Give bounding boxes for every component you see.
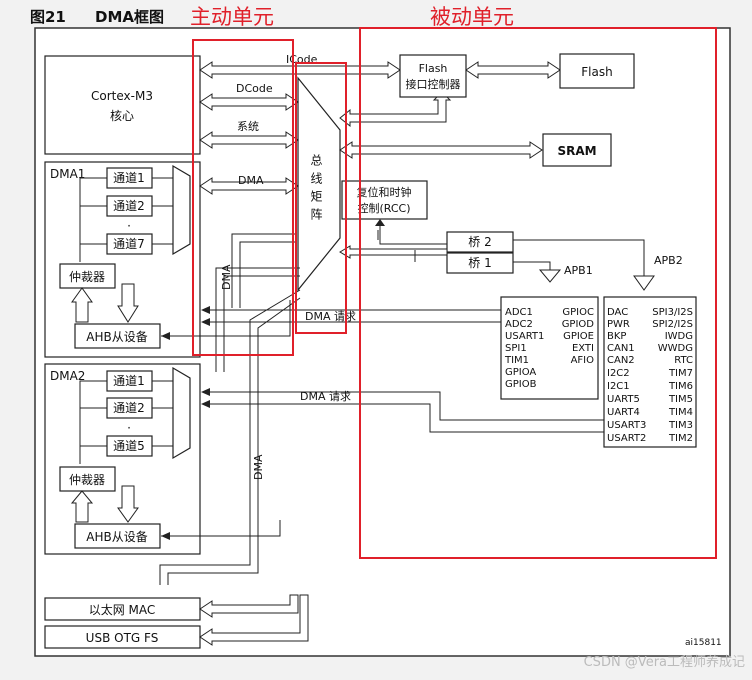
dma2-channel-1-label: 通道1 [113, 374, 145, 388]
apb1-left-3: SPI1 [505, 343, 527, 354]
ethernet-mac-label: 以太网 MAC [89, 602, 156, 617]
flash-box [559, 53, 635, 89]
flash-label: Flash [581, 65, 612, 79]
dma1-channel-7-label: 通道7 [113, 237, 145, 251]
bridge-1 [446, 252, 514, 274]
dma1-vertical-label: DMA [220, 264, 233, 290]
apb1-right-3: EXTI [572, 343, 594, 354]
rcc-line2: 控制(RCC) [357, 201, 410, 215]
icode-label: ICode [286, 53, 318, 66]
flash-controller [399, 54, 467, 98]
dma2-channel-2-label: 通道2 [113, 401, 145, 415]
dma2-ahb-slave [74, 523, 161, 549]
bus-matrix [297, 76, 341, 292]
apb2-left-9: USART3 [607, 420, 646, 431]
dma1-arbiter-label: 仲裁器 [69, 270, 105, 284]
apb2-right-5: TIM7 [668, 368, 693, 379]
slave-annotation: 被动单元 [430, 5, 514, 29]
dma2-arbiter-label: 仲裁器 [69, 473, 105, 487]
system-label: 系统 [237, 120, 259, 133]
apb2-right-2: IWDG [665, 331, 693, 342]
master-units-highlight [192, 39, 294, 356]
apb2-left-8: UART4 [607, 407, 640, 418]
dma1-arbiter [59, 263, 116, 289]
apb1-left-0: ADC1 [505, 307, 533, 318]
dma1-channel-1-label: 通道1 [113, 171, 145, 185]
apb1-peripherals [500, 296, 599, 400]
bus-matrix-label: 总线矩阵 [309, 154, 323, 226]
apb2-right-3: WWDG [658, 343, 693, 354]
apb2-right-9: TIM3 [668, 420, 693, 431]
dma-request-label-2: DMA 请求 [300, 390, 351, 403]
apb1-right-1: GPIOD [562, 319, 595, 330]
apb2-left-4: CAN2 [607, 355, 635, 366]
dma2-mux [172, 366, 191, 460]
apb2-left-6: I2C1 [607, 381, 630, 392]
apb2-right-4: RTC [674, 355, 693, 366]
dma-request-label-1: DMA 请求 [305, 310, 356, 323]
dma2-ahb-slave-label: AHB从设备 [86, 530, 147, 544]
apb1-label: APB1 [564, 264, 593, 277]
apb2-left-3: CAN1 [607, 343, 635, 354]
cortex-core-label: 核心 [110, 109, 134, 123]
apb2-left-2: BKP [607, 331, 626, 342]
dma2-label: DMA2 [50, 369, 85, 383]
rcc-line1: 复位和时钟 [357, 185, 412, 199]
bridge-2 [446, 231, 514, 253]
figure-title: DMA框图 [95, 8, 164, 26]
sram-label: SRAM [557, 144, 596, 158]
dma2-channel-5-label: 通道5 [113, 439, 145, 453]
apb2-right-6: TIM6 [668, 381, 693, 392]
usb-otg-label: USB OTG FS [86, 631, 159, 645]
apb2-left-1: PWR [607, 319, 630, 330]
apb1-left-5: GPIOA [505, 367, 536, 378]
dma2-vertical-label: DMA [252, 454, 265, 480]
cortex-m3-label: Cortex-M3 [91, 89, 153, 103]
apb2-left-7: UART5 [607, 394, 640, 405]
apb2-right-0: SPI3/I2S [652, 307, 693, 318]
figure-id: ai15811 [685, 638, 722, 648]
dma1-label: DMA1 [50, 167, 85, 181]
dma2-ellipsis: · [127, 421, 131, 435]
bus-matrix-highlight [295, 62, 347, 334]
apb1-left-2: USART1 [505, 331, 544, 342]
apb1-left-4: TIM1 [504, 355, 529, 366]
dma1-mux [172, 164, 191, 256]
apb2-right-1: SPI2/I2S [652, 319, 693, 330]
dma1-ahb-slave [74, 323, 161, 349]
apb1-right-4: AFIO [571, 355, 595, 366]
apb2-right-7: TIM5 [668, 394, 693, 405]
rcc-box [341, 180, 428, 220]
dma1-ahb-slave-label: AHB从设备 [86, 330, 147, 344]
flash-controller-line2: 接口控制器 [406, 77, 461, 91]
apb1-left-1: ADC2 [505, 319, 533, 330]
figure-label: 图21 [30, 8, 66, 26]
apb2-left-5: I2C2 [607, 368, 630, 379]
bridge-2-label: 桥 2 [468, 235, 491, 249]
apb2-right-8: TIM4 [668, 407, 693, 418]
bridge-1-label: 桥 1 [468, 256, 491, 270]
sram-box [542, 133, 612, 167]
apb1-left-6: GPIOB [505, 379, 537, 390]
dma-bus-label: DMA [238, 174, 264, 187]
apb1-right-2: GPIOE [563, 331, 594, 342]
apb2-peripherals [603, 296, 697, 448]
apb1-right-0: GPIOC [562, 307, 594, 318]
apb2-right-10: TIM2 [668, 433, 693, 444]
apb2-left-10: USART2 [607, 433, 646, 444]
dma1-channel-2-label: 通道2 [113, 199, 145, 213]
cortex-m3-box [44, 55, 201, 155]
master-annotation: 主动单元 [190, 5, 274, 29]
slave-units-highlight [359, 27, 717, 559]
dma1-ellipsis: · [127, 219, 131, 233]
flash-controller-line1: Flash [419, 62, 448, 75]
apb2-label: APB2 [654, 254, 683, 267]
csdn-watermark: CSDN @Vera工程师养成记 [584, 654, 745, 670]
dcode-label: DCode [236, 82, 273, 95]
dma2-arbiter [59, 466, 116, 492]
apb2-left-0: DAC [607, 307, 628, 318]
